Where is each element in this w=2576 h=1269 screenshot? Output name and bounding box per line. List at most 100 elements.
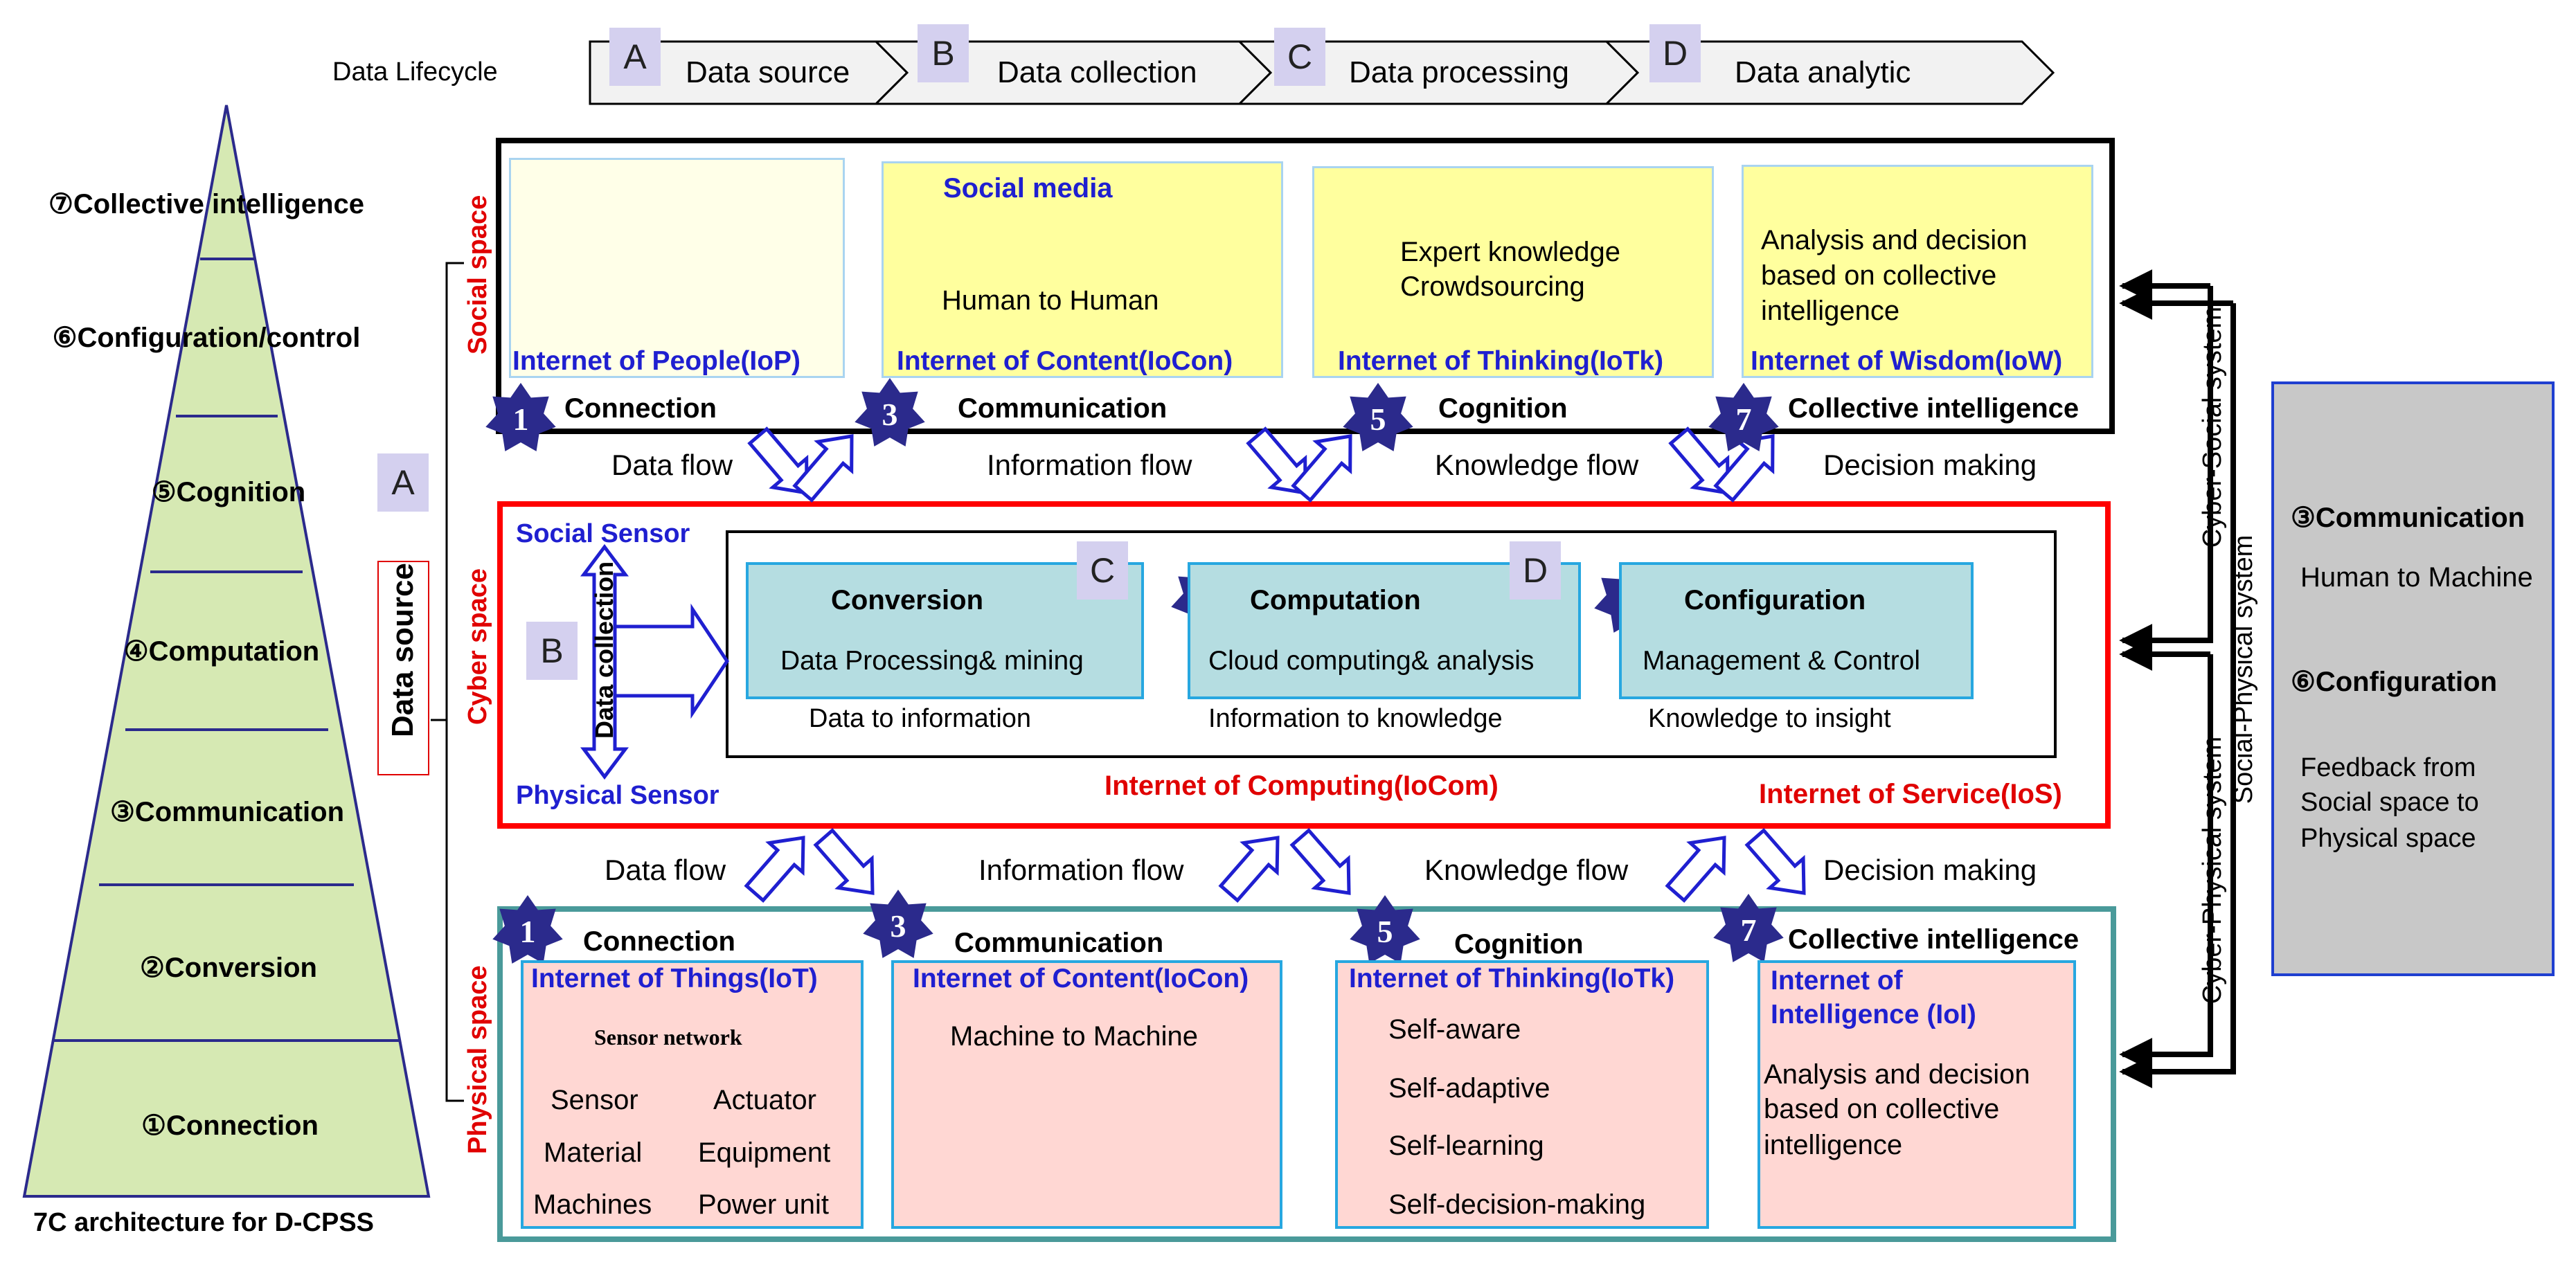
iotk-social-title: Internet of Thinking(IoTk) (1338, 346, 1664, 376)
computation-text: Cloud computing& analysis (1208, 646, 1535, 676)
iow-box (1742, 165, 2093, 378)
data-source-box (377, 561, 429, 775)
lifecycle-step-d: Data analytic (1735, 55, 1911, 89)
flow-arrow (1291, 434, 1352, 503)
pyramid-level-3: ③Communication (109, 797, 345, 827)
iocon-social-title: Internet of Content(IoCon) (897, 346, 1233, 376)
side-item2-line-3: Physical space (2300, 824, 2476, 853)
cyber-social-system-label: Cyber-Social system (2198, 306, 2227, 548)
flow-arrow (744, 836, 805, 903)
step-star (1350, 895, 1420, 964)
configuration-text: Management & Control (1643, 646, 1921, 676)
step-number: 3 (891, 908, 906, 944)
conversion-title: Conversion (831, 585, 984, 615)
physical-step-connection: Connection (583, 926, 735, 957)
social-step-cognition: Cognition (1438, 393, 1568, 424)
step-number: 1 (513, 402, 529, 437)
flow-arrow (813, 827, 875, 895)
top-flow-knowledge: Knowledge flow (1435, 449, 1639, 481)
pyramid-level-1: ①Connection (141, 1110, 319, 1141)
social-step-connection: Connection (564, 393, 717, 424)
step-star (855, 378, 925, 447)
side-item2-title: ⑥Configuration (2291, 667, 2498, 697)
lifecycle-letter-c: C (1274, 28, 1325, 86)
conversion-letter: C (1077, 541, 1128, 600)
iow-text-line-2: based on collective (1761, 260, 1997, 291)
flow-arrows (744, 426, 1806, 903)
self-adaptive-text: Self-adaptive (1388, 1073, 1550, 1104)
lifecycle-step-c: Data processing (1349, 55, 1569, 89)
self-learning-text: Self-learning (1388, 1131, 1544, 1161)
side-item2-line-2: Social space to (2300, 788, 2479, 817)
ios-label: Internet of Service(IoS) (1759, 779, 2062, 809)
lifecycle-step-a: Data source (686, 55, 850, 89)
iop-box (509, 158, 845, 378)
iow-text-line-1: Analysis and decision (1761, 225, 2028, 255)
physical-step-cognition: Cognition (1454, 929, 1584, 960)
self-decision-making-text: Self-decision-making (1388, 1189, 1646, 1220)
data-collection-letter: B (526, 622, 578, 680)
sensor-network-label: Sensor network (594, 1025, 742, 1050)
cyber-space-frame (497, 501, 2111, 829)
lifecycle-chevrons (589, 40, 2055, 105)
social-space-label: Social space (463, 195, 492, 354)
step-star (863, 890, 933, 958)
pyramid-level-4: ④Computation (123, 636, 320, 667)
crowdsourcing-text: Crowdsourcing (1400, 271, 1585, 302)
lifecycle-letter-a: A (609, 28, 661, 86)
iocon-social-box (882, 161, 1283, 378)
conversion-box (746, 562, 1144, 699)
data-collection-arrows (580, 543, 730, 780)
step-number: 7 (1736, 402, 1752, 437)
flow-arrow (1665, 836, 1726, 903)
social-step-communication: Communication (958, 393, 1168, 424)
pyramid (22, 105, 431, 1198)
step-number: 3 (882, 397, 898, 432)
top-flow-data: Data flow (611, 449, 733, 481)
step-star (1713, 894, 1784, 962)
pyramid-level-6: ⑥Configuration/control (52, 323, 361, 353)
data-source-letter: A (377, 453, 429, 512)
ioi-text-line-3: intelligence (1764, 1130, 1903, 1160)
iocon-physical-title: Internet of Content(IoCon) (913, 964, 1249, 993)
iot-item-actuator: Actuator (713, 1085, 816, 1115)
expert-knowledge-text: Expert knowledge (1400, 237, 1620, 267)
physical-step-collective: Collective intelligence (1788, 924, 2079, 955)
iow-text-line-3: intelligence (1761, 296, 1900, 326)
social-space-frame (496, 138, 2115, 434)
physical-space-frame (497, 906, 2116, 1242)
step-star (492, 895, 563, 964)
chevron-d (1604, 40, 2055, 105)
self-aware-text: Self-aware (1388, 1014, 1521, 1045)
social-sensor-label: Social Sensor (516, 519, 690, 548)
flow-arrow (1289, 827, 1351, 895)
step-star (1343, 383, 1413, 451)
iot-item-machines: Machines (533, 1189, 652, 1220)
computation-below: Information to knowledge (1208, 704, 1503, 733)
data-source-label: Data source (386, 563, 420, 737)
step-star (485, 383, 556, 451)
pyramid-level-2: ②Conversion (140, 953, 317, 983)
social-media-heading: Social media (943, 173, 1113, 204)
physical-sensor-label: Physical Sensor (516, 781, 719, 810)
human-to-human-text: Human to Human (942, 285, 1159, 316)
ioi-title-line-1: Internet of (1771, 966, 1903, 996)
ioi-text-line-1: Analysis and decision (1764, 1059, 2030, 1090)
cyber-physical-system-label: Cyber-Physical system (2198, 736, 2227, 1005)
step-number: 1 (520, 914, 536, 949)
machine-to-machine-text: Machine to Machine (950, 1021, 1198, 1052)
pyramid-level-7: ⑦Collective intelligence (48, 189, 364, 219)
configuration-below: Knowledge to insight (1648, 704, 1891, 733)
conversion-text: Data Processing& mining (780, 646, 1084, 676)
social-step-collective: Collective intelligence (1788, 393, 2079, 424)
lifecycle-label: Data Lifecycle (332, 57, 498, 87)
ioi-box (1757, 960, 2076, 1229)
space-bracket (431, 262, 464, 1102)
iot-item-power-unit: Power unit (698, 1189, 829, 1220)
lifecycle-letter-b: B (918, 24, 969, 82)
iot-item-equipment: Equipment (698, 1137, 831, 1168)
flow-arrow (1744, 827, 1806, 895)
pyramid-caption: 7C architecture for D-CPSS (33, 1208, 375, 1237)
